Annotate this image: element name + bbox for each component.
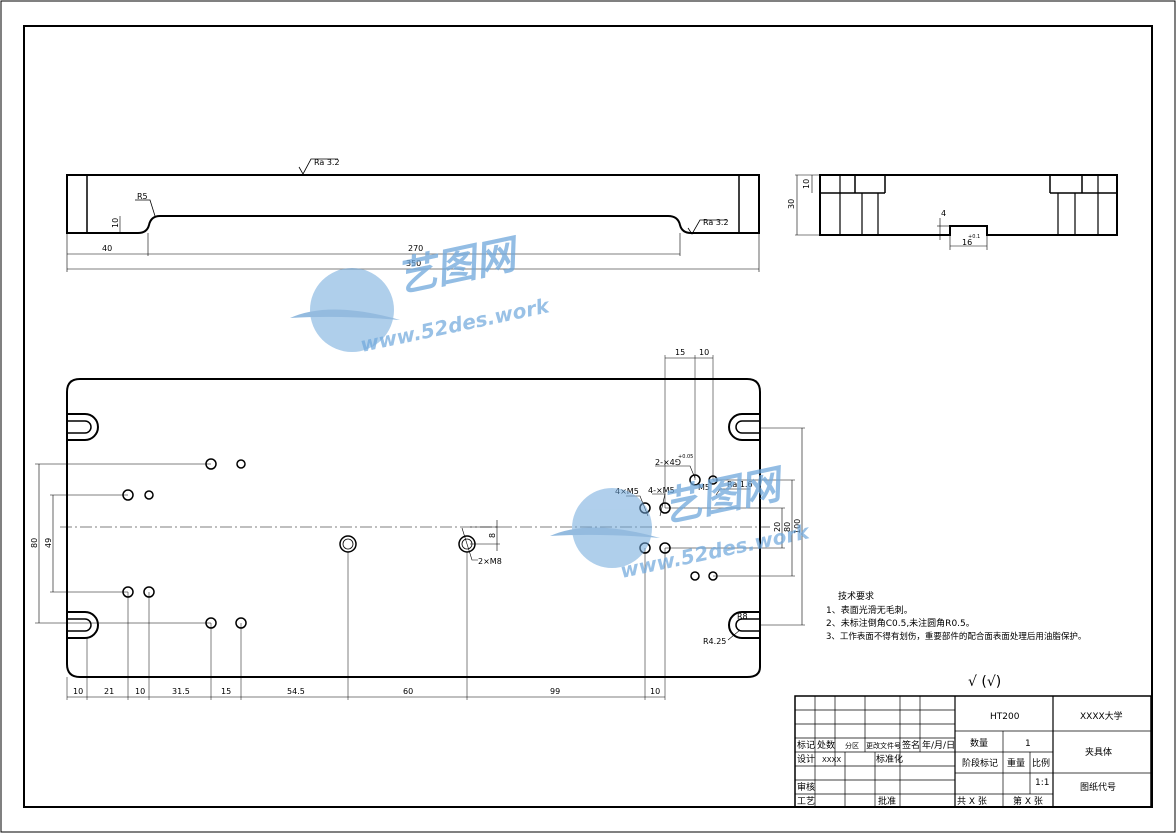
dim-350: 350 — [406, 259, 421, 268]
side-view — [795, 174, 1118, 250]
dim-100-right: 100 — [793, 519, 802, 534]
watermark-logo-2 — [550, 488, 660, 568]
stage-label: 阶段标记 — [962, 757, 998, 769]
tech-note-1: 1、表面光滑无毛刺。 — [826, 604, 913, 616]
tb-approve: 批准 — [878, 795, 896, 807]
drawing-number: 图纸代号 — [1080, 781, 1116, 793]
tb-check: 审核 — [797, 781, 815, 793]
top-height-dim: 10 — [111, 218, 120, 228]
roughness-top-label: Ra 3.2 — [314, 158, 340, 167]
tb-process: 工艺 — [797, 796, 815, 807]
title-block — [794, 695, 1152, 808]
dim-bottom-15: 15 — [221, 687, 231, 696]
weight-label: 重量 — [1007, 757, 1025, 769]
quantity-value: 1 — [1025, 739, 1031, 749]
watermark-logo-1 — [290, 268, 400, 352]
inner-frame — [23, 25, 1153, 808]
tb-design: 设计 — [797, 753, 815, 765]
tech-note-3: 3、工作表面不得有划伤，重要部件的配合面表面处理后用油脂保护。 — [826, 631, 1086, 642]
tb-standard: 标准化 — [876, 753, 903, 765]
roughness-right-label: Ra 3.2 — [703, 218, 729, 227]
side-height-dim: 10 — [802, 179, 811, 189]
main-view — [35, 355, 805, 700]
top-view — [66, 158, 760, 272]
ra16-label: Ra 1.6 — [727, 480, 753, 489]
radius-label: R5 — [137, 192, 148, 201]
dim-bottom-21: 21 — [104, 687, 114, 696]
sheet-number: 第 X 张 — [1013, 795, 1043, 807]
dim-bottom-60: 60 — [403, 687, 413, 696]
groove-width-dim: 16 — [962, 238, 972, 247]
tb-date: 年/月/日 — [922, 739, 955, 751]
tb-sign: 签名 — [902, 739, 920, 751]
tech-note-2: 2、未标注倒角C0.5,未注圆角R0.5。 — [826, 617, 975, 629]
dim-8-center: 8 — [488, 533, 497, 538]
r425-label: R4.25 — [703, 637, 726, 646]
dim-20-right: 20 — [773, 522, 782, 532]
tb-count: 处数 — [817, 739, 835, 751]
groove-depth-dim: 4 — [941, 209, 946, 218]
tech-notes-title: 技术要求 — [838, 590, 874, 602]
dim-bottom-10c: 10 — [650, 687, 660, 696]
school-name: XXXX大学 — [1080, 710, 1123, 722]
material-label: HT200 — [990, 712, 1020, 722]
watermark-brand-2: 艺图网 — [658, 461, 791, 532]
dim-49-left: 49 — [44, 538, 53, 548]
side-total-height: 30 — [787, 199, 796, 209]
dim-10-top: 10 — [699, 348, 709, 357]
tb-partition: 分区 — [845, 741, 859, 750]
tb-designer: XXXX — [822, 756, 841, 764]
quantity-label: 数量 — [970, 737, 988, 749]
watermark-brand-1: 艺图网 — [393, 231, 526, 302]
r8-label: R8 — [737, 612, 748, 621]
part-name: 夹具体 — [1085, 746, 1112, 758]
dim-40: 40 — [102, 244, 112, 253]
dim-bottom-54.5: 54.5 — [287, 687, 305, 696]
tapped-hole-label: 2-×4⅁ — [655, 458, 681, 467]
scale-label: 比例 — [1032, 757, 1050, 769]
surface-finish-symbols: √ (√) — [968, 674, 1001, 690]
m5-mid-label: 4-×M5 — [648, 486, 675, 495]
tb-mark: 标记 — [797, 739, 815, 751]
m5-right-label: M5 — [698, 483, 710, 492]
dim-80-left: 80 — [30, 538, 39, 548]
dim-270: 270 — [408, 244, 423, 253]
dim-bottom-31.5: 31.5 — [172, 687, 190, 696]
dim-bottom-10a: 10 — [73, 687, 83, 696]
tb-change-doc: 更改文件号 — [866, 741, 901, 750]
sheets-total: 共 X 张 — [957, 796, 987, 807]
scale-value: 1:1 — [1035, 778, 1049, 788]
dim-bottom-99: 99 — [550, 687, 560, 696]
groove-tolerance: +0.1 — [968, 234, 980, 240]
tapped-tolerance: +0.05 — [678, 454, 693, 460]
dim-15-top: 15 — [675, 348, 685, 357]
dim-bottom-10b: 10 — [135, 687, 145, 696]
dim-80-right: 80 — [783, 522, 792, 532]
m8-label: 2×M8 — [478, 557, 502, 566]
